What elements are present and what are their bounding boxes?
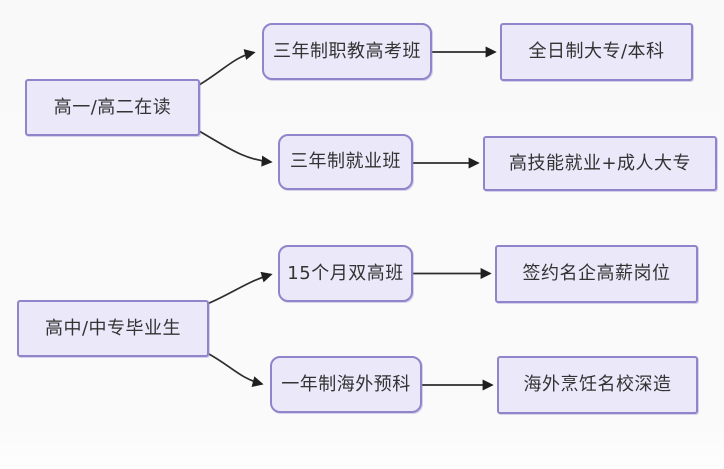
node-label: 高中/中专毕业生 bbox=[44, 317, 182, 339]
node-label: 三年制就业班 bbox=[290, 151, 401, 172]
node-label: 海外烹饪名校深造 bbox=[523, 374, 672, 395]
node-source-gaoyi-gaoer: 高一/高二在读 bbox=[25, 79, 200, 136]
node-label: 高一/高二在读 bbox=[53, 96, 172, 118]
node-label: 15个月双高班 bbox=[287, 262, 404, 284]
node-program-haiwai-yuke: 一年制海外预科 bbox=[270, 356, 422, 413]
node-label: 一年制海外预科 bbox=[281, 373, 411, 395]
node-program-shuanggao-ban: 15个月双高班 bbox=[278, 245, 413, 302]
node-outcome-gaoxin-gangwei: 签约名企高薪岗位 bbox=[495, 245, 698, 303]
node-source-gaozhong-zhongzhuan: 高中/中专毕业生 bbox=[17, 300, 209, 357]
node-program-zhijiao-gaokao: 三年制职教高考班 bbox=[262, 23, 432, 80]
node-label: 签约名企高薪岗位 bbox=[522, 263, 671, 284]
node-program-jiuye-ban: 三年制就业班 bbox=[278, 134, 413, 190]
node-outcome-jineng-jiuye: 高技能就业+成人大专 bbox=[483, 136, 717, 191]
node-outcome-mingxiao-shenzao: 海外烹饪名校深造 bbox=[497, 356, 698, 414]
node-label: 高技能就业+成人大专 bbox=[508, 152, 692, 174]
node-label: 三年制职教高考班 bbox=[273, 40, 421, 62]
node-label: 全日制大专/本科 bbox=[528, 41, 665, 62]
edge-source1-program1 bbox=[198, 49, 256, 86]
edge-source2-program4 bbox=[206, 352, 264, 387]
edge-source2-program3 bbox=[206, 271, 273, 305]
node-outcome-dazhuan-benke: 全日制大专/本科 bbox=[500, 23, 693, 81]
edge-source1-program2 bbox=[198, 130, 273, 167]
